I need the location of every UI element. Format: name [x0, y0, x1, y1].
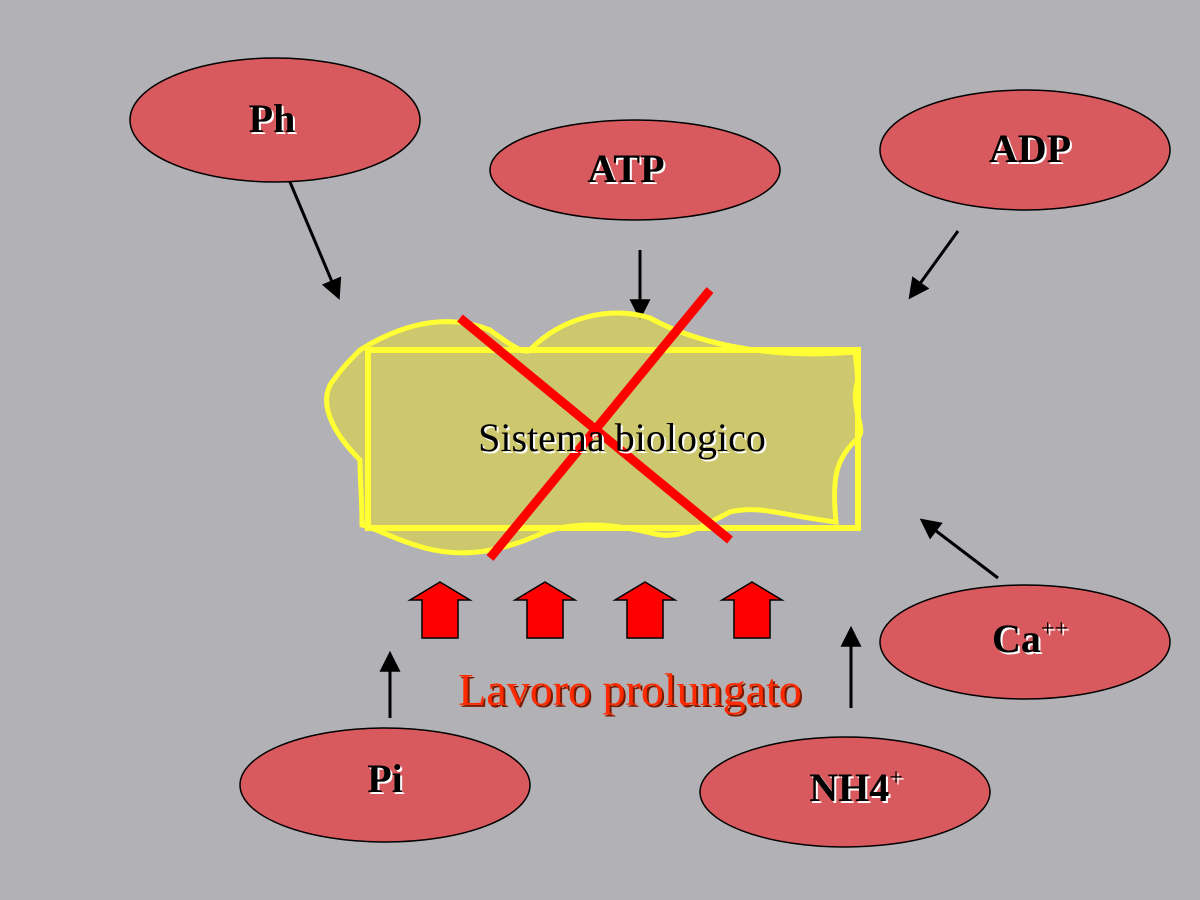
adp-arrow: [908, 230, 960, 300]
pi-text: Pi: [367, 756, 403, 801]
nh4-sup: +: [889, 765, 903, 791]
up-arrow-icon: [407, 581, 473, 639]
pi-ellipse: [239, 727, 531, 843]
x-mark-icon: [457, 287, 733, 561]
work-label: Lavoro prolungato: [458, 664, 802, 715]
nh4-label: NH4+: [809, 766, 903, 808]
system-box: [365, 347, 861, 531]
pi-label: Pi: [367, 757, 403, 799]
ca-sup: ++: [1040, 616, 1068, 642]
ph-arrow: [288, 181, 342, 300]
nh4-ellipse: [699, 736, 991, 848]
adp-text: ADP: [988, 126, 1072, 171]
ca-label: Ca++: [992, 617, 1068, 659]
atp-ellipse: [489, 119, 781, 221]
adp-ellipse: [879, 89, 1171, 211]
nh4-text: NH4: [809, 765, 890, 810]
adp-label: ADP: [989, 127, 1071, 169]
ph-text: Ph: [248, 96, 296, 141]
atp-label: ATP: [587, 147, 664, 189]
up-arrow-icon: [719, 581, 785, 639]
atp-text: ATP: [587, 146, 665, 191]
system-label: Sistema biologico: [478, 415, 766, 460]
ph-ellipse: [129, 57, 421, 183]
ph-label: Ph: [249, 97, 296, 139]
ca-ellipse: [879, 584, 1171, 700]
ca-text: Ca: [992, 616, 1041, 661]
ca-arrow: [919, 518, 999, 580]
up-arrow-icon: [612, 581, 678, 639]
up-arrow-icon: [512, 581, 578, 639]
